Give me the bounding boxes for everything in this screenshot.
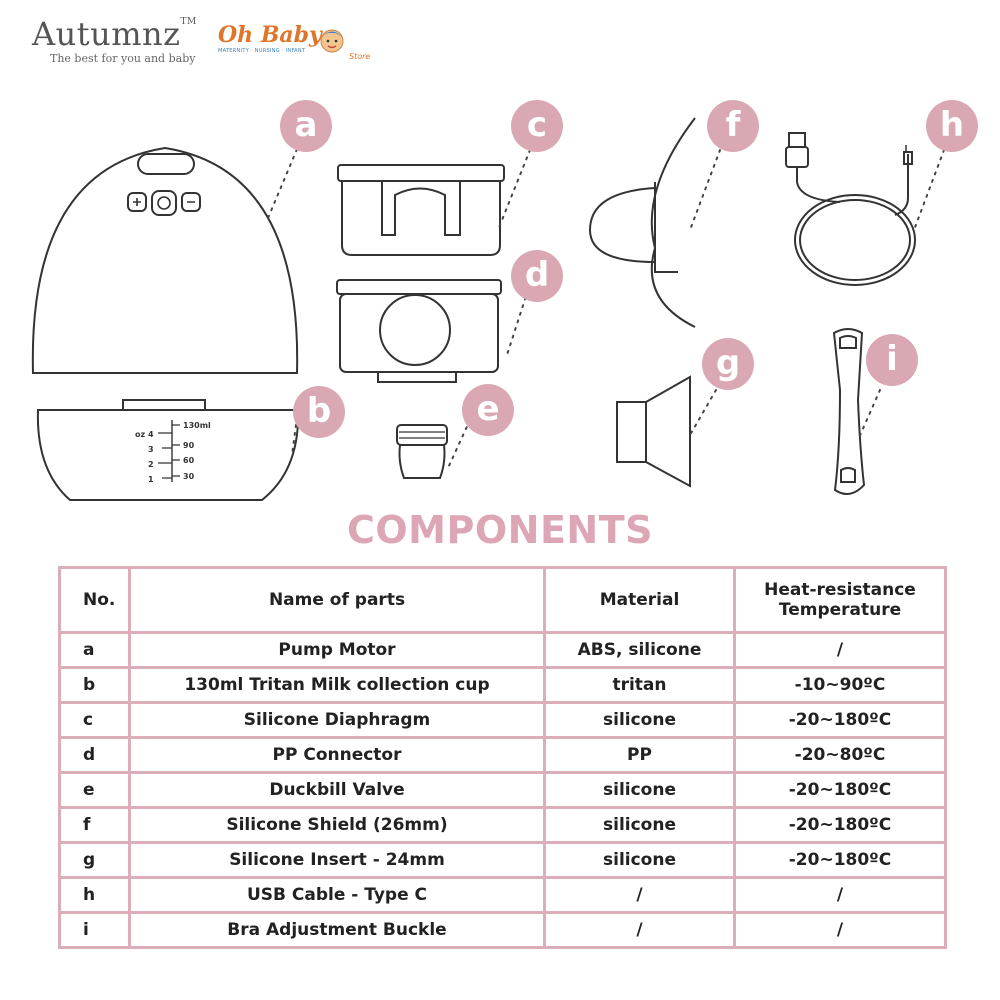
cell-material: / (543, 911, 736, 949)
ohbaby-store: Store (349, 52, 371, 61)
cell-name: PP Connector (128, 736, 546, 774)
cell-temperature: -20~180ºC (733, 701, 947, 739)
cell-temperature: / (733, 876, 947, 914)
ohbaby-brand: Oh Baby (218, 22, 322, 48)
part-label-h: h (926, 100, 978, 152)
cell-name: Duckbill Valve (128, 771, 546, 809)
cell-temperature: / (733, 911, 947, 949)
cell-material: silicone (543, 771, 736, 809)
cell-no: g (58, 841, 131, 879)
silicone-insert-drawing (616, 375, 691, 488)
cell-name: Pump Motor (128, 631, 546, 669)
cup-ml-mark: 90 (183, 441, 195, 450)
cup-oz-mark: 1 (148, 475, 154, 484)
header-no: No. (58, 566, 131, 634)
leader-lines (267, 141, 945, 469)
header-name-of-parts: Name of parts (128, 566, 546, 634)
cup-oz-mark: 2 (148, 460, 154, 469)
part-label-b: b (293, 386, 345, 438)
cell-temperature: -20~180ºC (733, 806, 947, 844)
cell-material: PP (543, 736, 736, 774)
part-label-f: f (707, 100, 759, 152)
cell-no: h (58, 876, 131, 914)
cell-temperature: / (733, 631, 947, 669)
bra-buckle-drawing (832, 328, 866, 495)
ohbaby-subtitle: MATERNITY · NURSING · INFANT (218, 48, 306, 54)
cell-no: f (58, 806, 131, 844)
pump-motor-drawing (31, 146, 299, 374)
cell-material: silicone (543, 841, 736, 879)
cup-ml-mark: 130ml (183, 421, 211, 430)
pp-connector-drawing (336, 279, 502, 383)
autumnz-logo: AutumnzTM The best for you and baby (32, 18, 222, 74)
duckbill-valve-drawing (396, 424, 448, 479)
components-diagram: oz 4 3 2 1 130ml 90 60 30 a b c d e f g … (0, 90, 1000, 510)
cell-material: silicone (543, 806, 736, 844)
cup-unit-oz: oz (135, 430, 145, 439)
cell-no: b (58, 666, 131, 704)
cup-ml-mark: 60 (183, 456, 195, 465)
header-heat-resistance: Heat-resistance Temperature (733, 566, 947, 634)
cup-oz-mark: 4 (148, 430, 154, 439)
cell-name: Bra Adjustment Buckle (128, 911, 546, 949)
cell-name: 130ml Tritan Milk collection cup (128, 666, 546, 704)
cell-no: c (58, 701, 131, 739)
cell-no: e (58, 771, 131, 809)
part-label-d: d (511, 250, 563, 302)
autumnz-tagline: The best for you and baby (50, 52, 196, 65)
cell-temperature: -10~90ºC (733, 666, 947, 704)
header-material: Material (543, 566, 736, 634)
part-label-a: a (280, 100, 332, 152)
cell-material: silicone (543, 701, 736, 739)
ohbaby-logo: Oh Baby Store MATERNITY · NURSING · INFA… (218, 24, 378, 74)
cup-ml-mark: 30 (183, 472, 195, 481)
baby-face-icon (320, 29, 344, 53)
cell-temperature: -20~180ºC (733, 771, 947, 809)
cell-material: tritan (543, 666, 736, 704)
silicone-shield-drawing (588, 117, 696, 328)
components-title: COMPONENTS (346, 508, 653, 552)
part-label-g: g (702, 338, 754, 390)
usb-cable-drawing (785, 132, 916, 286)
cell-no: i (58, 911, 131, 949)
autumnz-brand: AutumnzTM (32, 15, 197, 53)
part-label-e: e (462, 384, 514, 436)
cell-name: Silicone Shield (26mm) (128, 806, 546, 844)
silicone-diaphragm-drawing (337, 164, 505, 256)
components-illustration: oz 4 3 2 1 130ml 90 60 30 (31, 117, 945, 501)
cup-oz-mark: 3 (148, 445, 154, 454)
cell-material: / (543, 876, 736, 914)
part-label-i: i (866, 334, 918, 386)
components-table: No. Name of parts Material Heat-resistan… (58, 566, 947, 949)
cell-no: d (58, 736, 131, 774)
cell-name: Silicone Insert - 24mm (128, 841, 546, 879)
cell-material: ABS, silicone (543, 631, 736, 669)
table-header-row: No. Name of parts Material Heat-resistan… (58, 566, 947, 634)
cell-temperature: -20~180ºC (733, 841, 947, 879)
cell-name: USB Cable - Type C (128, 876, 546, 914)
collection-cup-drawing (36, 399, 300, 501)
cell-name: Silicone Diaphragm (128, 701, 546, 739)
cell-no: a (58, 631, 131, 669)
part-label-c: c (511, 100, 563, 152)
autumnz-tm: TM (180, 17, 197, 27)
cell-temperature: -20~80ºC (733, 736, 947, 774)
